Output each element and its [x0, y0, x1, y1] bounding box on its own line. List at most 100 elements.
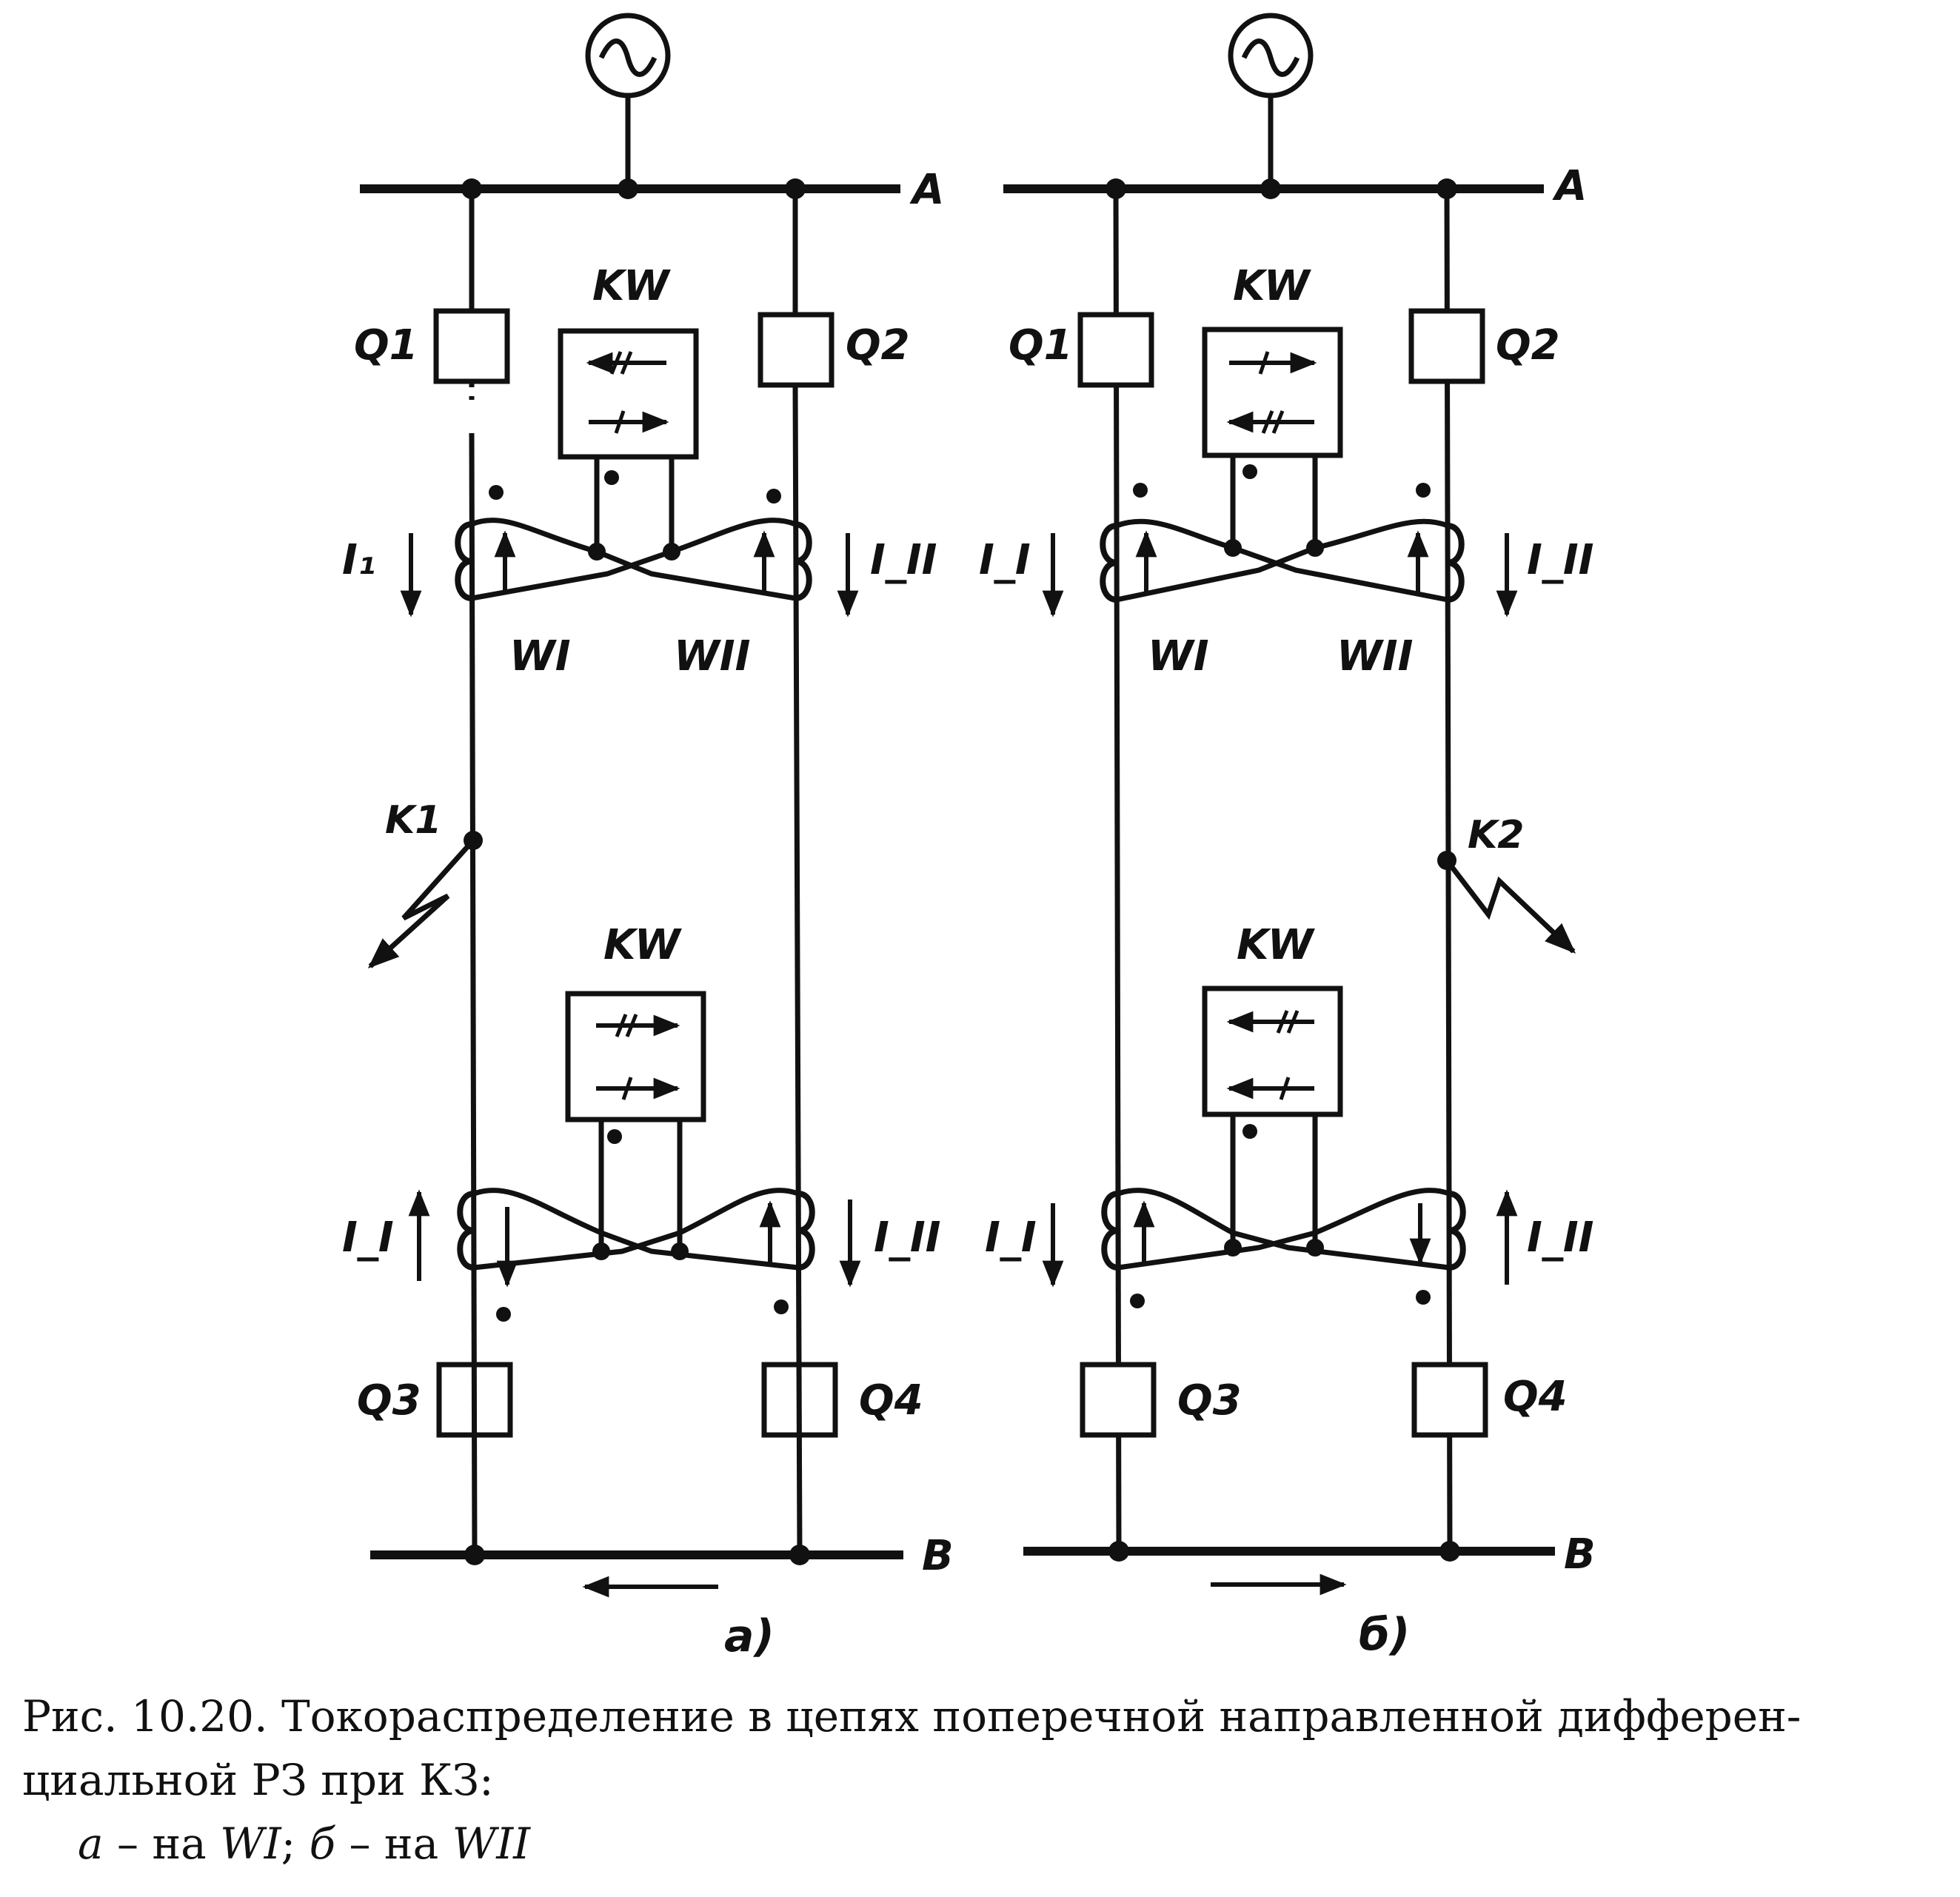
- circuit-figure: A B Q1 Q2 Q3 Q4 KW KW WI WII I₁ I_II I_I…: [342, 13, 1596, 1659]
- polarity-dot: [1416, 483, 1431, 498]
- polarity-dot: [489, 485, 504, 500]
- breaker-q1-label: Q1: [354, 321, 418, 369]
- bus-b-label: B: [922, 1532, 954, 1580]
- bus-a-label: A: [1552, 162, 1587, 210]
- polarity-dot: [1242, 464, 1257, 479]
- current-top-right-label: I_II: [870, 536, 937, 584]
- tick-mark: [1279, 1077, 1291, 1100]
- hash-mark: [1276, 1010, 1300, 1034]
- relay-kw-top: [1202, 327, 1343, 458]
- polarity-dot: [1416, 1290, 1431, 1305]
- panel-b-label: б): [1359, 1609, 1410, 1659]
- ct-loop-right: [471, 518, 797, 601]
- ct-loop-right: [473, 1188, 800, 1271]
- breaker-q2-label: Q2: [846, 321, 910, 369]
- polarity-dot: [1242, 1124, 1257, 1139]
- panel-a-labels: A B Q1 Q2 Q3 Q4 KW KW WI WII I₁ I_II I_I…: [342, 166, 954, 1659]
- current-bottom-right-label: I_II: [1527, 1214, 1594, 1262]
- bus-b-label: B: [1564, 1530, 1596, 1579]
- node: [1260, 178, 1281, 199]
- line-wi-label: WI: [1148, 632, 1209, 680]
- node: [1224, 539, 1242, 557]
- relay-kw-top-label: KW: [1233, 262, 1312, 310]
- panel-a-label: а): [724, 1610, 775, 1659]
- line-wi-main: [1113, 188, 1122, 1552]
- caption-line-2: циальной РЗ при КЗ:: [22, 1755, 494, 1805]
- breaker-q2-label: Q2: [1496, 321, 1560, 369]
- fault-zigzag-icon: [367, 838, 475, 968]
- breaker-q4-label: Q4: [859, 1376, 923, 1425]
- caption-a-letter: а: [78, 1819, 104, 1869]
- node: [592, 1242, 610, 1260]
- tick-mark: [1258, 351, 1270, 375]
- breaker-q3: [1080, 1362, 1157, 1438]
- ct-loop-right: [1117, 1188, 1451, 1271]
- tick-mark: [614, 410, 626, 434]
- node: [789, 1545, 810, 1565]
- relay-kw-bottom: [565, 991, 706, 1123]
- breaker-q1-label: Q1: [1009, 321, 1073, 369]
- current-bottom-right-label: I_II: [874, 1214, 941, 1262]
- ct-coil-right: [1447, 523, 1465, 603]
- bus-a-label: A: [909, 166, 944, 214]
- ct-coil-right: [797, 1191, 815, 1271]
- relay-kw-top: [558, 328, 699, 460]
- current-top-left-label: I_I: [979, 536, 1031, 584]
- node: [663, 543, 680, 561]
- breaker-q3-label: Q3: [1177, 1376, 1242, 1425]
- polarity-dot: [766, 489, 781, 503]
- breaker-q4-label: Q4: [1503, 1373, 1568, 1421]
- line-wi-main: [469, 432, 478, 1556]
- polarity-dot: [607, 1129, 622, 1144]
- fault-k2-label: K2: [1468, 813, 1524, 857]
- polarity-dot: [1130, 1294, 1145, 1308]
- breaker-q1: [1077, 312, 1154, 388]
- caption-a-line: WI: [220, 1819, 281, 1869]
- node: [1306, 539, 1324, 557]
- polarity-dot: [604, 470, 619, 485]
- figure-caption: Рис. 10.20. Токораспределение в цепях по…: [22, 1684, 1940, 1876]
- hash-mark: [1261, 410, 1285, 434]
- breaker-q4: [1411, 1362, 1488, 1438]
- ct-loop-left: [470, 518, 796, 601]
- current-top-left-label: I₁: [342, 536, 375, 584]
- caption-b-letter: б: [309, 1819, 336, 1869]
- node: [671, 1242, 689, 1260]
- caption-b-line: WII: [452, 1819, 531, 1869]
- caption-b-text: – на: [335, 1819, 452, 1869]
- fault-k1-label: K1: [385, 798, 441, 843]
- breaker-q2: [1408, 308, 1485, 384]
- caption-line-3: а – на WI; б – на WII: [22, 1812, 1940, 1876]
- ct-coil-right: [795, 521, 812, 601]
- ct-coil-left: [455, 521, 472, 601]
- sine-wave-icon: [1241, 39, 1300, 77]
- current-bottom-left-label: I_I: [342, 1214, 394, 1262]
- current-top-right-label: I_II: [1527, 536, 1594, 584]
- line-wii-label: WII: [674, 632, 750, 680]
- polarity-dot: [774, 1299, 789, 1314]
- fault-zigzag-icon: [1445, 858, 1576, 954]
- breaker-q3-label: Q3: [357, 1376, 421, 1425]
- node: [1306, 1239, 1324, 1257]
- ct-loop-left: [1117, 1188, 1450, 1271]
- line-wii-main: [792, 384, 803, 1556]
- breaker-q2: [757, 312, 834, 388]
- node: [1439, 1541, 1460, 1562]
- breaker-q3: [436, 1362, 513, 1438]
- hash-mark: [609, 351, 633, 375]
- polarity-dot: [1133, 483, 1148, 498]
- node: [588, 543, 606, 561]
- ct-coil-right: [1448, 1191, 1466, 1271]
- relay-kw-bottom-label: KW: [1237, 921, 1316, 969]
- ct-coil-left: [1100, 523, 1117, 603]
- ct-loop-left: [472, 1188, 799, 1271]
- line-wii-label: WII: [1337, 632, 1413, 680]
- node: [1224, 1239, 1242, 1257]
- breaker-q1: [433, 308, 510, 384]
- current-bottom-left-label: I_I: [985, 1214, 1037, 1262]
- node: [618, 178, 638, 199]
- caption-line-1: Рис. 10.20. Токораспределение в цепях по…: [22, 1691, 1802, 1742]
- tick-mark: [621, 1077, 633, 1100]
- line-wi-label: WI: [509, 632, 571, 680]
- line-wii-main: [1444, 188, 1453, 1552]
